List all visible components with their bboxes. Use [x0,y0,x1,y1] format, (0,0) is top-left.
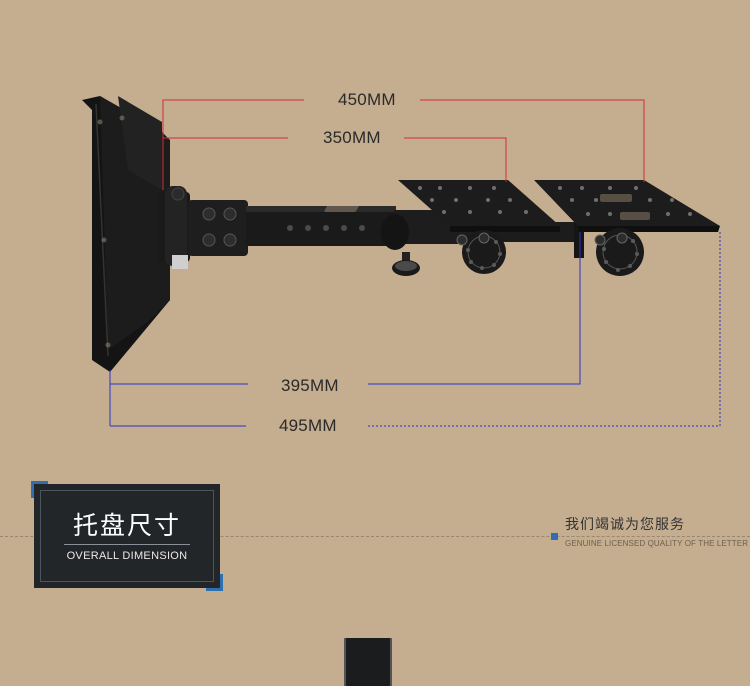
section-rule [64,544,190,545]
tilt-wheel-1 [456,230,506,274]
wall-plate [82,96,170,372]
tray-350 [324,180,560,274]
dimension-lines-top [162,99,645,190]
section-subtitle: OVERALL DIMENSION [66,550,188,562]
dimension-label-350: 350MM [323,128,381,147]
arm-joint [188,200,248,256]
service-tagline: GENUINE LICENSED QUALITY OF THE LETTER [565,539,749,548]
tray-450 [534,180,720,276]
section-divider [0,536,750,537]
dimension-label-395: 395MM [281,376,339,395]
dimension-label-495: 495MM [279,416,337,435]
next-section-image-top [344,638,392,686]
dimension-lines-bottom [109,230,721,427]
corner-accent [31,481,48,498]
service-slogan: 我们竭诚为您服务 [565,517,685,533]
accent-square [551,533,558,540]
dimension-label-450: 450MM [338,90,396,109]
arm-tube [246,206,464,276]
section-frame [40,490,214,582]
section-heading-box: 托盘尺寸 OVERALL DIMENSION [31,481,223,591]
hinge [158,186,190,269]
corner-accent [206,574,223,591]
tilt-wheel-2 [594,228,644,276]
section-title: 托盘尺寸 [72,511,181,540]
